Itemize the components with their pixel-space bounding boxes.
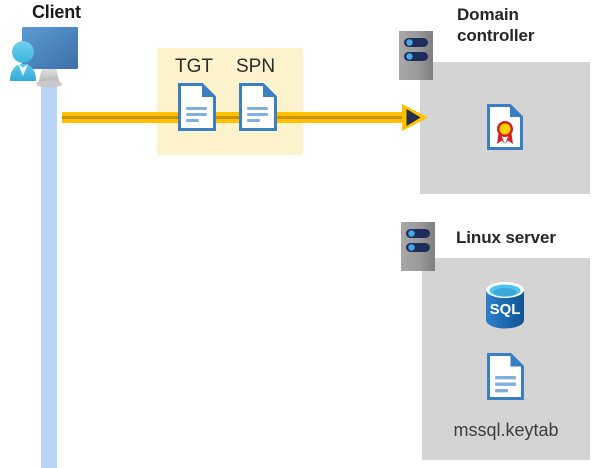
arrow-right-icon bbox=[402, 104, 428, 131]
flow-arrow-line bbox=[62, 112, 410, 123]
tgt-label: TGT bbox=[175, 56, 213, 77]
page-title-domain-controller: Domain controller bbox=[457, 4, 577, 46]
user-monitor-icon bbox=[4, 24, 94, 94]
domain-controller-title-line-2: controller bbox=[457, 26, 535, 45]
client-lifeline bbox=[41, 86, 57, 468]
document-icon bbox=[178, 83, 216, 131]
server-icon bbox=[401, 222, 435, 271]
spn-label: SPN bbox=[236, 56, 276, 77]
document-icon bbox=[239, 83, 277, 131]
certificate-document-icon bbox=[487, 104, 523, 150]
page-title-linux-server: Linux server bbox=[456, 228, 556, 247]
keytab-filename-label: mssql.keytab bbox=[453, 420, 559, 440]
server-icon bbox=[399, 31, 433, 80]
domain-controller-title-line-1: Domain bbox=[457, 5, 519, 24]
page-title-client: Client bbox=[32, 2, 81, 22]
sql-database-icon: SQL bbox=[484, 281, 526, 329]
svg-text:SQL: SQL bbox=[490, 301, 521, 318]
document-icon bbox=[487, 353, 524, 400]
